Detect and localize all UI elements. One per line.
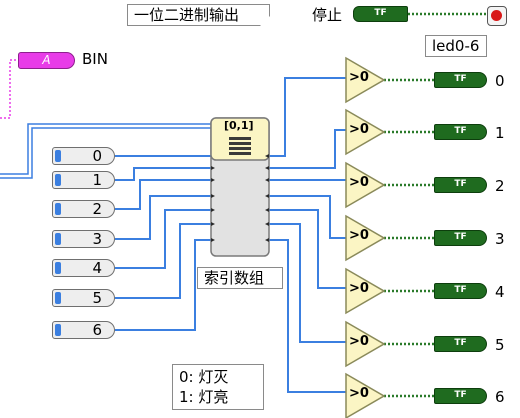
led-index-2: 2: [495, 177, 505, 195]
tf-text: TF: [454, 179, 467, 189]
const-value: 5: [92, 289, 102, 307]
index-constant-4[interactable]: 4: [52, 259, 115, 277]
stop-button-icon[interactable]: [487, 6, 507, 26]
led-indicator-6[interactable]: TF: [434, 388, 487, 404]
led-indicator-1[interactable]: TF: [434, 124, 487, 140]
comparator-symbol-2: >0: [349, 175, 369, 190]
const-value: 0: [92, 147, 102, 165]
index-array-label: 索引数组: [197, 267, 283, 289]
stop-tf-text: TF: [374, 8, 387, 18]
comparator-symbol-6: >0: [349, 386, 369, 401]
const-value: 6: [92, 321, 102, 339]
led-index-3: 3: [495, 230, 505, 248]
tf-text: TF: [454, 285, 467, 295]
comparator-1: [345, 108, 386, 156]
led-indicator-2[interactable]: TF: [434, 177, 487, 193]
comparator-3: [345, 214, 386, 262]
comparator-6: [345, 372, 386, 418]
tf-text: TF: [454, 232, 467, 242]
led-index-6: 6: [495, 388, 505, 406]
fold-corner: [260, 16, 270, 26]
int-bar: [55, 150, 61, 162]
led-indicator-0[interactable]: TF: [434, 72, 487, 88]
comparator-2: [345, 161, 386, 209]
int-bar: [55, 203, 61, 215]
index-constant-6[interactable]: 6: [52, 321, 115, 339]
stop-label: 停止: [312, 6, 343, 24]
comparator-symbol-1: >0: [349, 122, 369, 137]
comparator-symbol-3: >0: [349, 228, 369, 243]
const-value: 1: [92, 171, 102, 189]
comparator-0: [345, 56, 386, 104]
comparator-symbol-4: >0: [349, 281, 369, 296]
led-indicator-3[interactable]: TF: [434, 230, 487, 246]
tf-text: TF: [454, 74, 467, 84]
stop-boolean-terminal[interactable]: TF: [353, 6, 408, 22]
led-index-4: 4: [495, 283, 505, 301]
comment-label: 一位二进制输出: [127, 4, 270, 26]
index-constant-2[interactable]: 2: [52, 200, 115, 218]
led-indicator-5[interactable]: TF: [434, 336, 487, 352]
comparator-symbol-5: >0: [349, 334, 369, 349]
int-bar: [55, 292, 61, 304]
led-index-0: 0: [495, 72, 505, 90]
index-constant-1[interactable]: 1: [52, 171, 115, 189]
const-value: 4: [92, 259, 102, 277]
led-index-5: 5: [495, 336, 505, 354]
led-array-label: led0-6: [425, 35, 487, 57]
int-bar: [55, 324, 61, 336]
tf-text: TF: [454, 390, 467, 400]
string-glyph: A: [42, 53, 51, 67]
legend-line-on: 1: 灯亮: [179, 388, 229, 406]
comment-text: 一位二进制输出: [134, 6, 240, 24]
comparator-5: [345, 320, 386, 368]
const-value: 2: [92, 200, 102, 218]
led-indicator-4[interactable]: TF: [434, 283, 487, 299]
led-index-1: 1: [495, 124, 505, 142]
stop-dot: [491, 10, 502, 21]
comparator-symbol-0: >0: [349, 70, 369, 85]
int-bar: [55, 233, 61, 245]
comparator-shapes: [345, 56, 386, 418]
bin-label: BIN: [82, 50, 108, 68]
array-node-icon-text: [0,1]: [224, 119, 254, 132]
legend-line-off: 0: 灯灭: [179, 368, 229, 386]
int-bar: [55, 262, 61, 274]
index-constant-0[interactable]: 0: [52, 147, 115, 165]
index-constant-5[interactable]: 5: [52, 289, 115, 307]
const-value: 3: [92, 230, 102, 248]
index-array-label-text: 索引数组: [204, 269, 265, 287]
tf-text: TF: [454, 126, 467, 136]
tf-text: TF: [454, 338, 467, 348]
string-terminal[interactable]: A: [18, 52, 75, 69]
index-array-node: [210, 117, 270, 257]
int-bar: [55, 174, 61, 186]
led-label-text: led0-6: [432, 37, 480, 55]
comparator-4: [345, 267, 386, 315]
index-constant-3[interactable]: 3: [52, 230, 115, 248]
legend-comment: 0: 灯灭 1: 灯亮: [172, 364, 264, 410]
